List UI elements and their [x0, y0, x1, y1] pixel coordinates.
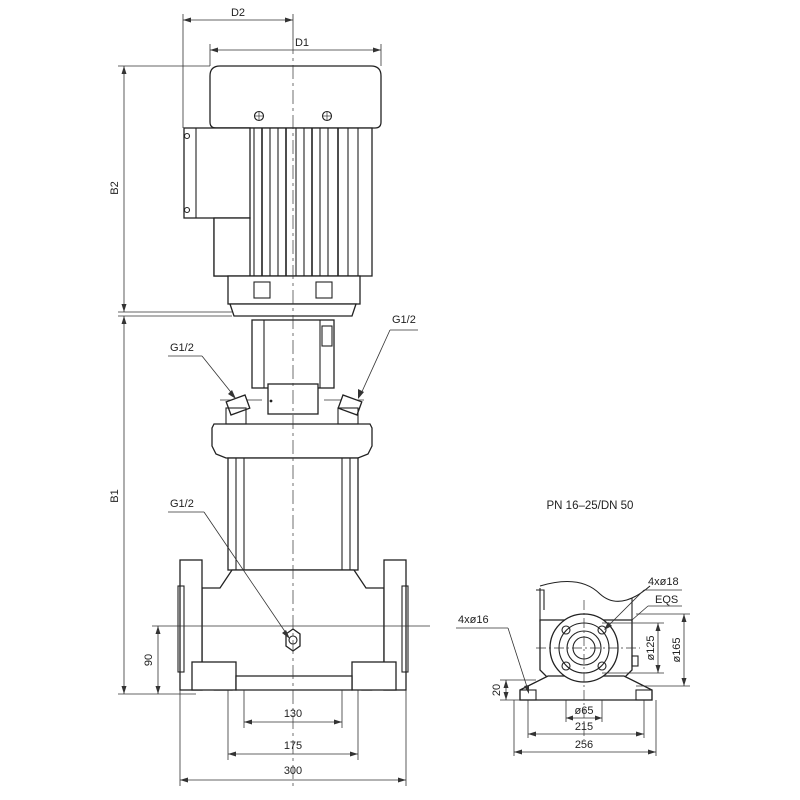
terminal-box [183, 127, 251, 219]
motor [183, 65, 382, 317]
dim-b2-label: B2 [109, 181, 121, 194]
dim-90-label: 90 [143, 654, 155, 666]
cover-screw-left [253, 110, 265, 122]
dim-130-label: 130 [284, 708, 302, 720]
port-callouts: G1/2 G1/2 G1/2 [168, 314, 418, 639]
motor-base-ring [227, 275, 361, 305]
side-bore65-label: ø65 [575, 705, 594, 717]
side-pcd125-label: ø125 [645, 635, 657, 660]
motor-fan-cover [209, 65, 382, 129]
port-right-label: G1/2 [392, 314, 416, 326]
dim-d2-label: D2 [231, 7, 245, 19]
side-dimensions: 4xø18 EQS 4xø16 ø125 ø165 20 [456, 576, 690, 756]
flange-left [179, 559, 203, 691]
pump-head-top [211, 423, 373, 459]
side-view [519, 581, 653, 740]
side-bolt-holes-label: 4xø18 [648, 576, 679, 588]
dim-300-label: 300 [284, 765, 302, 777]
side-eqs-label: EQS [655, 594, 678, 606]
side-w215-label: 215 [575, 721, 593, 733]
port-left-label: G1/2 [170, 342, 194, 354]
port-drain-label: G1/2 [170, 498, 194, 510]
dim-b1-label: B1 [109, 489, 121, 502]
pump-body [177, 457, 409, 691]
side-base-holes-label: 4xø16 [458, 614, 489, 626]
side-w256-label: 256 [575, 739, 593, 751]
dim-d1-label: D1 [295, 37, 309, 49]
cover-screw-right [321, 110, 333, 122]
coupling-lantern [211, 319, 373, 459]
dim-175-label: 175 [284, 740, 302, 752]
front-dimensions: D2 D1 B2 B1 90 130 [109, 7, 430, 786]
side-pcd165-label: ø165 [671, 637, 683, 662]
side-h20-label: 20 [491, 684, 503, 696]
flange-standard-title: PN 16–25/DN 50 [547, 500, 634, 512]
vent-plug-right [337, 394, 363, 416]
